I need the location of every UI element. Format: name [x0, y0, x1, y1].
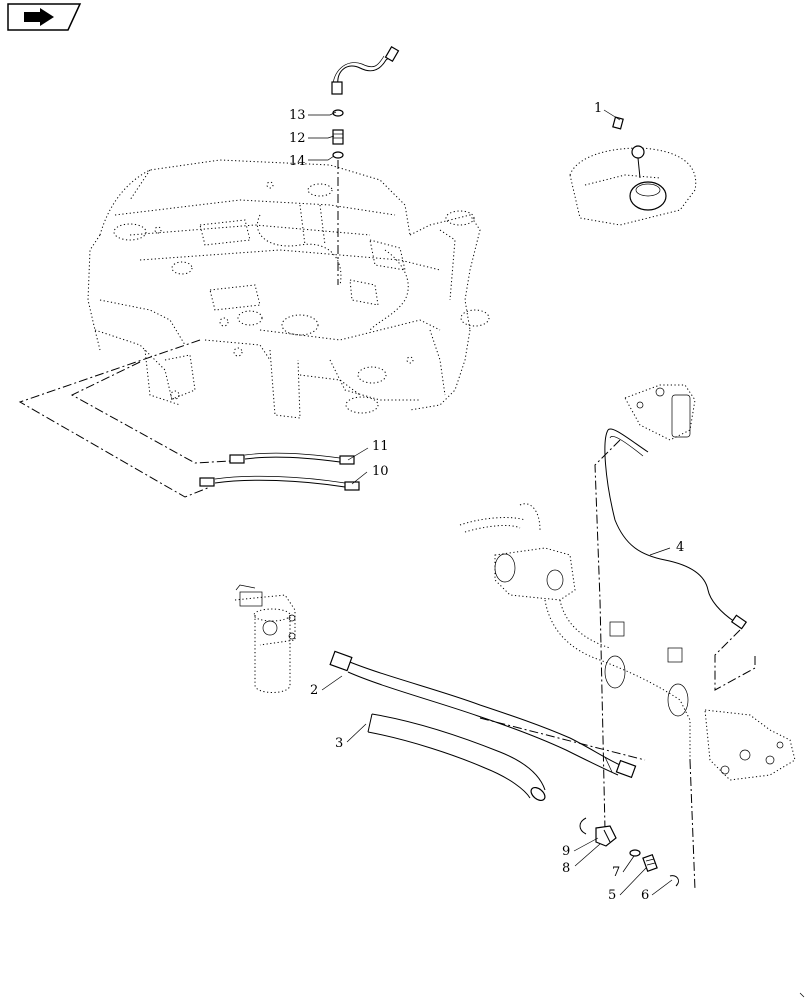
callout-4: 4 [676, 540, 684, 555]
callout-14: 14 [289, 154, 306, 169]
callout-11: 11 [372, 439, 389, 454]
callout-2: 2 [310, 683, 318, 698]
callout-1: 1 [594, 101, 602, 116]
callout-9: 9 [562, 844, 570, 859]
tube-4 [604, 428, 748, 630]
o-ring-14 [332, 151, 344, 159]
hose-2 [329, 650, 637, 779]
callout-labels: 1 13 12 14 11 10 4 2 3 9 8 7 5 6 [289, 101, 684, 903]
o-ring-6 [669, 875, 679, 887]
sleeve-3 [367, 713, 546, 802]
callout-10: 10 [372, 464, 389, 479]
callout-5: 5 [608, 888, 616, 903]
callout-12: 12 [289, 131, 306, 146]
hose-10 [199, 475, 360, 491]
callout-7: 7 [612, 865, 620, 880]
pump-assembly [459, 503, 796, 781]
leader-lines [308, 109, 673, 896]
hose-11 [229, 452, 355, 465]
o-ring-7 [629, 849, 641, 857]
console-assembly [569, 116, 697, 226]
next-page-arrow-icon[interactable] [7, 3, 82, 31]
fitting-5 [642, 853, 658, 873]
callout-13: 13 [289, 108, 306, 123]
elbow-fitting-8 [595, 825, 617, 847]
callout-8: 8 [562, 861, 570, 876]
reference-lines-lower [479, 439, 756, 891]
filter-assembly [234, 584, 296, 693]
corner-mark [799, 992, 805, 998]
reference-lines-upper [18, 160, 339, 498]
top-hose-assembly [331, 45, 400, 95]
valve-unit [624, 384, 696, 441]
callout-3: 3 [335, 736, 343, 751]
o-ring-13 [332, 109, 344, 117]
callout-6: 6 [641, 888, 649, 903]
o-ring-9 [579, 817, 587, 835]
fitting-12 [332, 129, 344, 145]
frame-assembly [87, 159, 490, 419]
